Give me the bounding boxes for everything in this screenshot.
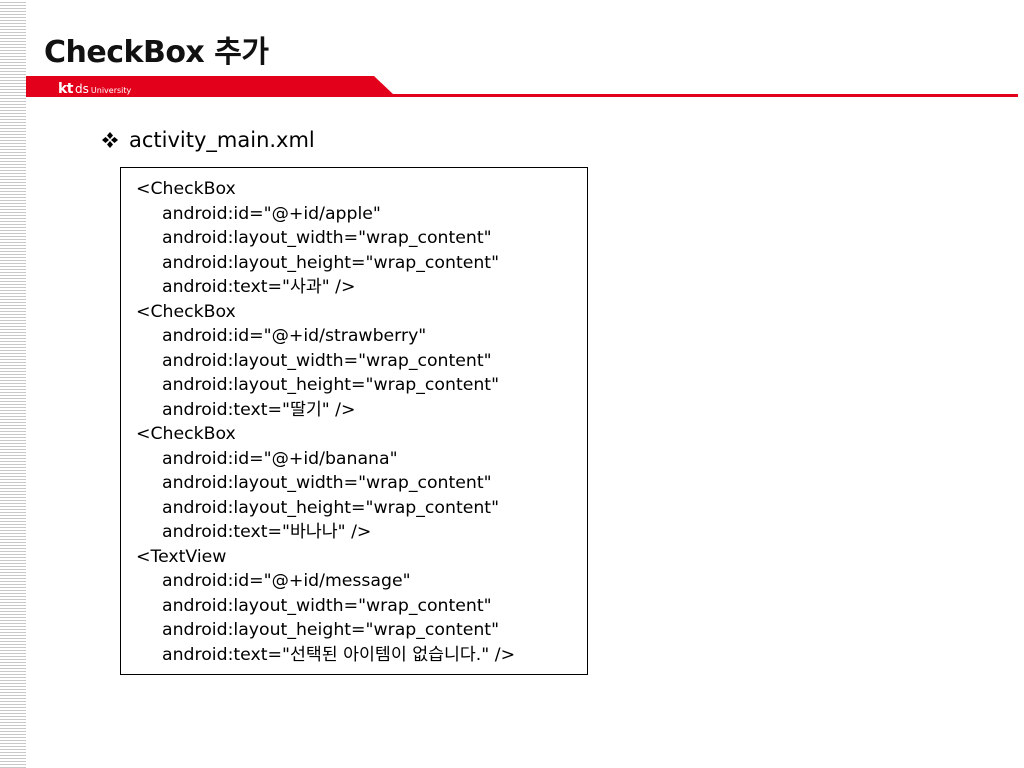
code-line: android:id="@+id/banana": [162, 448, 398, 469]
code-line: <TextView: [136, 546, 227, 567]
code-line: android:text="딸기" />: [162, 399, 356, 420]
left-stripe-decoration: [0, 0, 26, 768]
bullet-item: activity_main.xml: [101, 128, 315, 152]
code-line: android:id="@+id/message": [162, 571, 411, 591]
header-brand-bar: [26, 76, 1018, 97]
header-brand-line: [26, 94, 1018, 97]
code-line: android:layout_height="wrap_content": [162, 620, 500, 640]
code-line: android:layout_height="wrap_content": [162, 497, 500, 518]
code-line: <CheckBox: [136, 301, 236, 322]
code-line: android:text="바나나" />: [162, 522, 372, 542]
logo-university-text: University: [90, 86, 132, 95]
code-line: android:id="@+id/apple": [162, 203, 381, 224]
slide-title: CheckBox 추가: [44, 35, 269, 70]
bullet-text: activity_main.xml: [129, 128, 315, 152]
code-line: <CheckBox: [136, 179, 236, 199]
header-brand-tab: [26, 76, 394, 95]
code-line: android:layout_width="wrap_content": [162, 350, 492, 371]
code-line: android:layout_height="wrap_content": [162, 252, 500, 273]
code-line: android:layout_width="wrap_content": [162, 595, 492, 616]
code-line: android:id="@+id/strawberry": [162, 326, 427, 346]
code-line: android:layout_width="wrap_content": [162, 228, 492, 248]
code-line: android:text="선택된 아이템이 없습니다." />: [162, 644, 516, 665]
code-line: android:layout_height="wrap_content": [162, 375, 500, 395]
code-line: <CheckBox: [136, 424, 236, 444]
code-line: android:layout_width="wrap_content": [162, 473, 492, 493]
diamond-bullet-icon: [102, 132, 118, 148]
code-line: android:text="사과" />: [162, 277, 356, 297]
code-box: <CheckBox android:id="@+id/apple" android:…: [120, 167, 588, 675]
logo-kt-text: kt: [58, 81, 74, 97]
logo-ds-text: ds: [75, 82, 89, 96]
